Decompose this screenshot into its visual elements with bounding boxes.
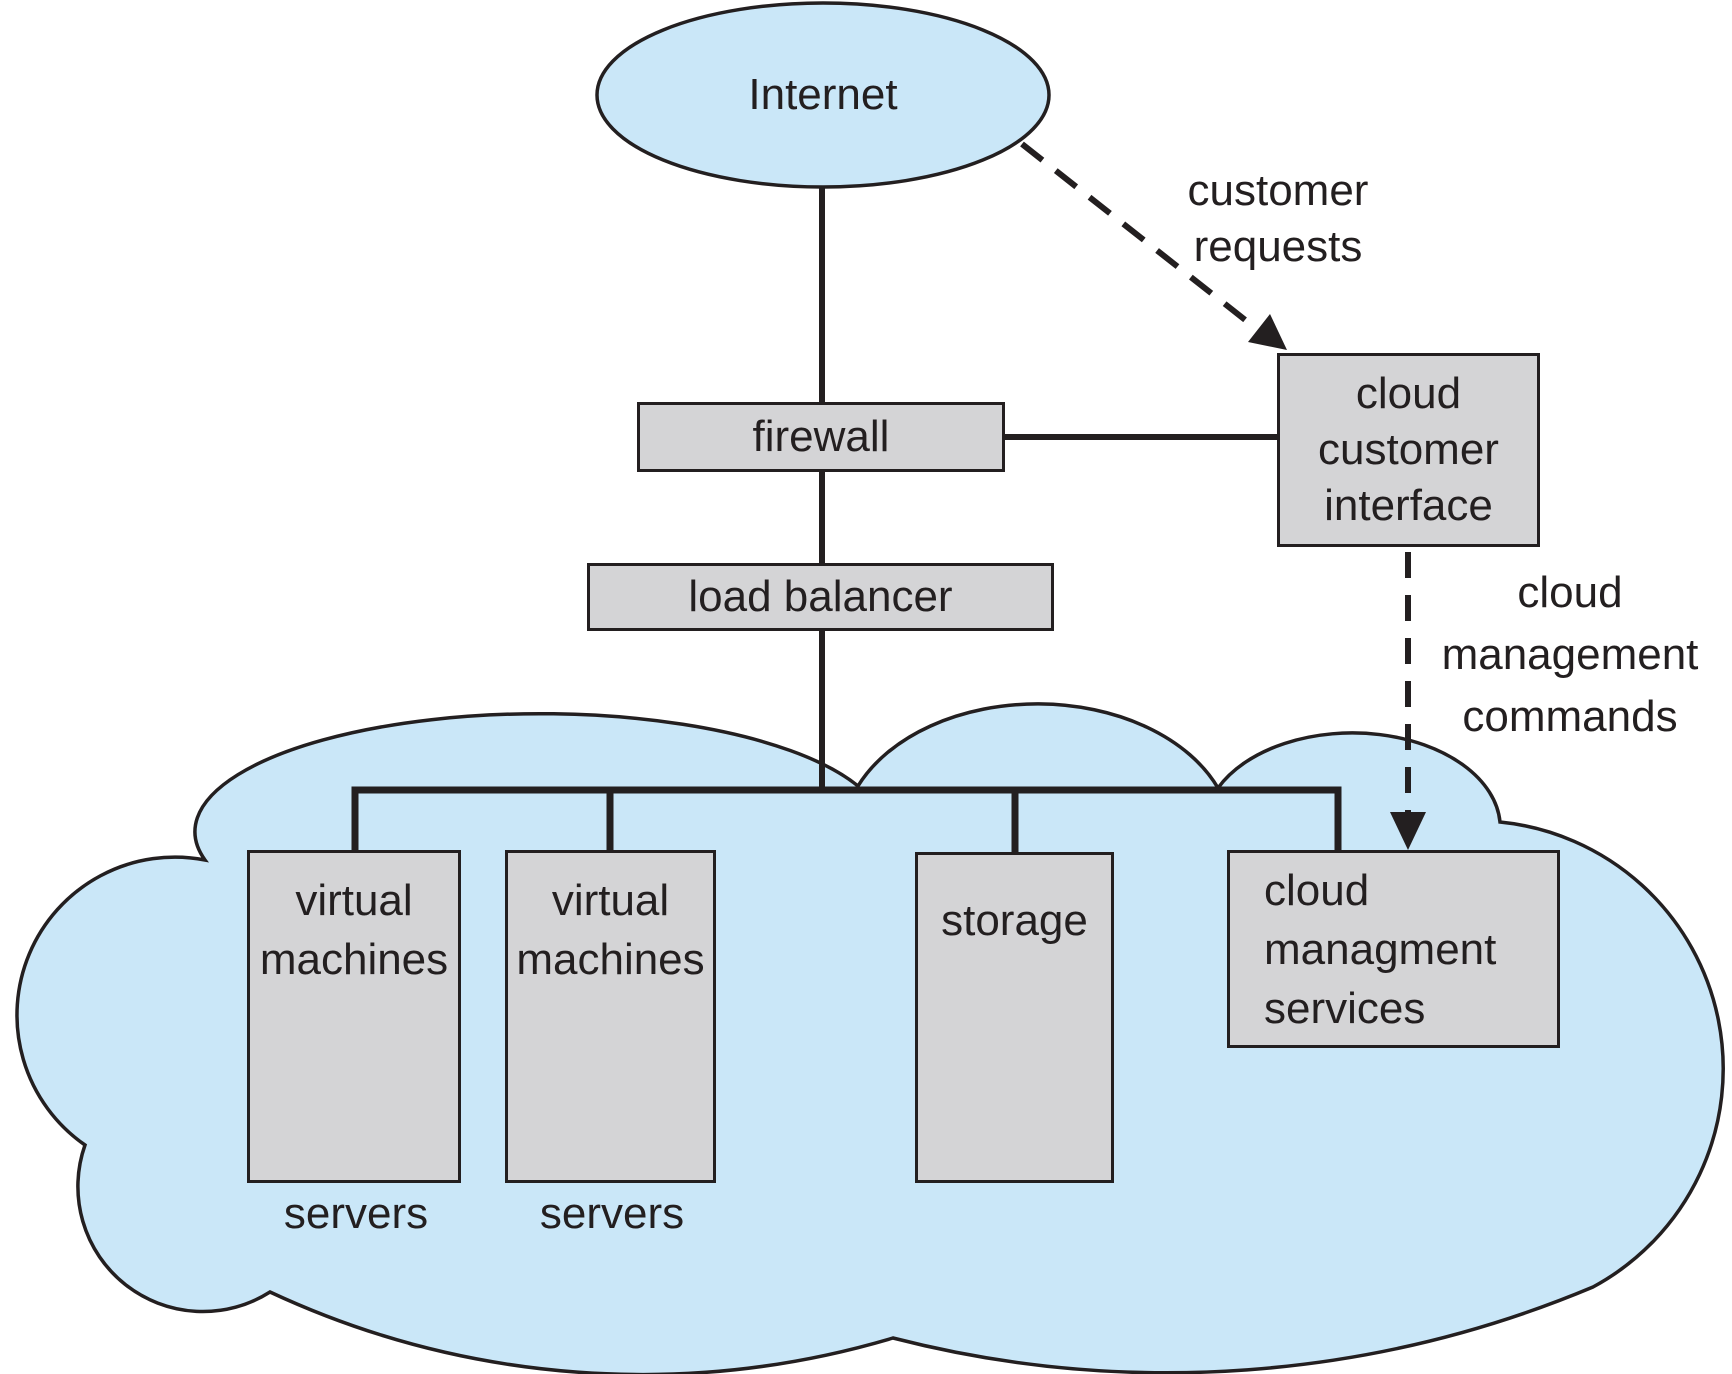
load-balancer-label: load balancer [688, 572, 953, 621]
bus-line [351, 786, 1342, 850]
firewall-label: firewall [752, 412, 890, 461]
virtual-machines-box-1: virtual machines [247, 850, 461, 1183]
servers-caption-1: servers [283, 1189, 429, 1238]
internet-ellipse [595, 1, 1051, 189]
customer-requests-arrow-line [1020, 141, 1260, 333]
customer-requests-label: customer requests [1187, 166, 1369, 271]
load-balancer-box: load balancer [587, 563, 1054, 631]
cloud-management-services-box: cloud managment services [1227, 850, 1560, 1048]
virtual-machines-label-2: virtual machines [516, 876, 705, 984]
servers-caption-2: servers [539, 1189, 685, 1238]
cloud-customer-interface-label: cloud customer interface [1318, 369, 1499, 530]
storage-box: storage [915, 852, 1114, 1183]
cloud-customer-interface-box: cloud customer interface [1277, 353, 1540, 547]
cloud-management-commands-label: cloud management commands [1441, 568, 1699, 741]
virtual-machines-box-2: virtual machines [505, 850, 716, 1183]
management-commands-arrowhead [1390, 812, 1426, 850]
storage-label: storage [941, 896, 1088, 945]
internet-label: Internet [748, 70, 898, 119]
firewall-box: firewall [637, 402, 1005, 472]
virtual-machines-label-1: virtual machines [259, 876, 449, 984]
cloud-management-services-label: cloud managment services [1264, 865, 1497, 1033]
customer-requests-arrowhead [1248, 314, 1287, 350]
